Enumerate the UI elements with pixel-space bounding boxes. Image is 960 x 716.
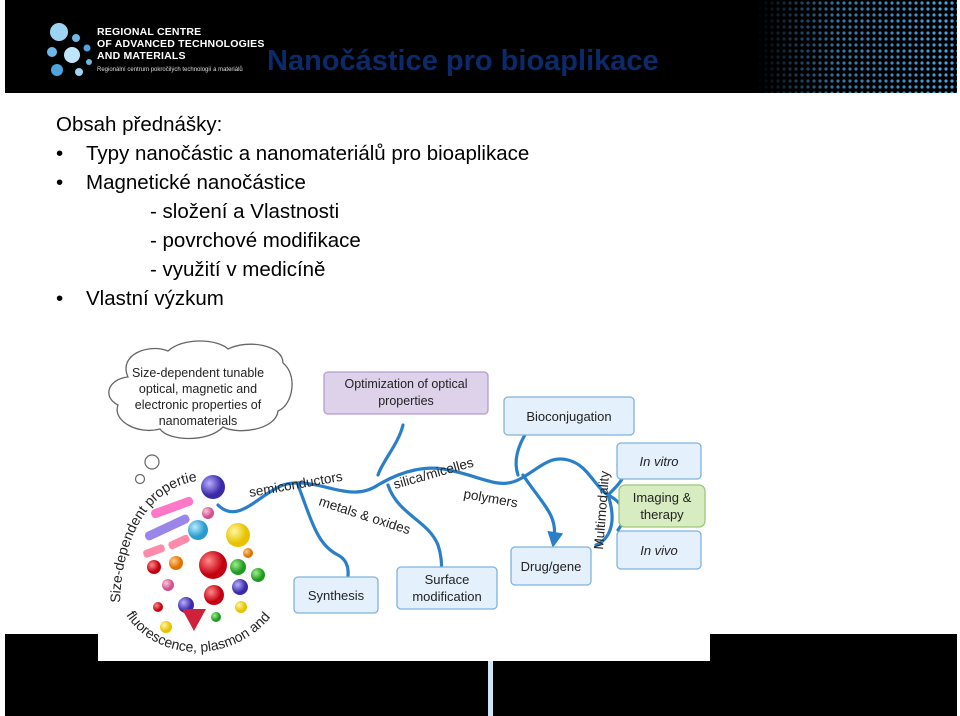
flow-label-metals-oxides: metals & oxides — [317, 494, 413, 538]
slide-title: Nanočástice pro bioaplikace — [267, 45, 659, 77]
outline-item: • Magnetické nanočástice — [56, 168, 529, 197]
cloud-text-line: optical, magnetic and — [139, 382, 257, 396]
org-line-2: OF ADVANCED TECHNOLOGIES — [97, 38, 265, 50]
box-imaging-therapy: Imaging & therapy — [618, 484, 706, 528]
box-drug-gene: Drug/gene — [510, 546, 592, 586]
box-optimization: Optimization of optical properties — [323, 371, 489, 415]
decorative-dot-pattern — [757, 0, 957, 93]
flow-label-polymers: polymers — [462, 486, 519, 510]
box-in-vivo: In vivo — [616, 530, 702, 570]
box-optimization-line: Optimization of optical — [345, 377, 468, 391]
box-synthesis: Synthesis — [293, 576, 379, 614]
box-surface-line: modification — [412, 589, 481, 604]
box-optimization-line: properties — [378, 394, 434, 408]
box-bioconjugation-text: Bioconjugation — [526, 409, 611, 424]
outline-item-text: Vlastní výzkum — [86, 287, 224, 310]
box-bioconjugation: Bioconjugation — [503, 396, 635, 436]
header-banner: REGIONAL CENTRE OF ADVANCED TECHNOLOGIES… — [5, 0, 957, 93]
box-imaging-line: Imaging & — [633, 490, 692, 505]
box-surface-modification: Surface modification — [396, 566, 498, 610]
bullet-icon: • — [56, 171, 64, 194]
org-line-3: AND MATERIALS — [97, 50, 186, 62]
outline-subitem: - využití v medicíně — [150, 258, 326, 281]
thought-cloud: Size-dependent tunable optical, magnetic… — [108, 340, 293, 485]
outline-item: • Typy nanočástic a nanomateriálů pro bio… — [56, 139, 529, 168]
cloud-text-line: Size-dependent tunable — [132, 366, 264, 380]
footer-divider — [488, 634, 493, 716]
box-synthesis-text: Synthesis — [308, 588, 365, 603]
outline-item-text: Typy nanočástic a nanomateriálů pro bioa… — [86, 142, 530, 165]
org-line-1: REGIONAL CENTRE — [97, 26, 202, 38]
outline-heading: Obsah přednášky: — [56, 113, 223, 136]
box-surface-line: Surface — [425, 572, 470, 587]
bullet-icon: • — [56, 142, 64, 165]
org-subtitle: Regionální centrum pokročilých technolog… — [97, 67, 243, 73]
box-drug-gene-text: Drug/gene — [521, 559, 582, 574]
flow-label-multimodality: Multimodality — [591, 470, 612, 550]
nanoparticle-diagram: Size-dependent tunable optical, magnetic… — [98, 335, 710, 661]
box-imaging-line: therapy — [640, 507, 684, 522]
outline-item: • Vlastní výzkum — [56, 284, 529, 313]
flow-label-multimodality-text: Multimodality — [591, 470, 612, 550]
cloud-text-line: electronic properties of — [135, 398, 262, 412]
cloud-text-line: nanomaterials — [159, 414, 238, 428]
bullet-icon: • — [56, 287, 64, 310]
outline-item-text: Magnetické nanočástice — [86, 171, 306, 194]
organization-name: REGIONAL CENTRE OF ADVANCED TECHNOLOGIES… — [97, 26, 265, 74]
outline-subitem: - složení a Vlastnosti — [150, 200, 340, 223]
box-in-vitro: In vitro — [616, 442, 702, 480]
rcptm-logo-icon — [47, 23, 92, 76]
outline-subitem: - povrchové modifikace — [150, 229, 361, 252]
nanoparticles-cluster — [143, 475, 265, 633]
box-in-vivo-text: In vivo — [640, 543, 678, 558]
box-in-vitro-text: In vitro — [639, 454, 678, 469]
lecture-outline: Obsah přednášky: • Typy nanočástic a nano… — [56, 110, 529, 313]
